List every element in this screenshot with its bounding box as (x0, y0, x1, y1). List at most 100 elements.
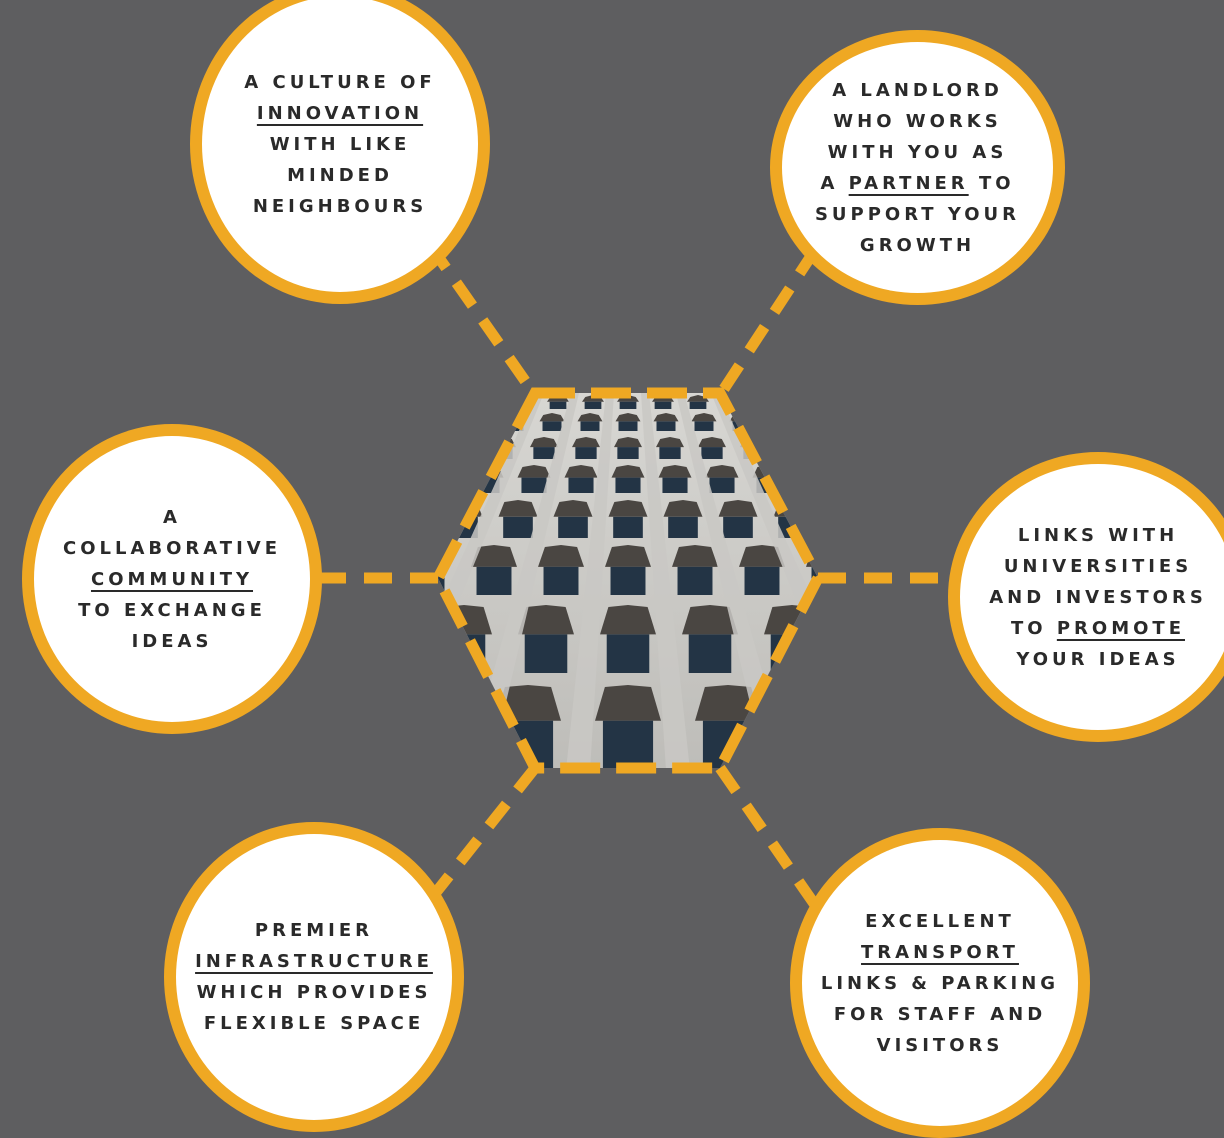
facade-window-hood (354, 605, 410, 634)
bubble-line: A (63, 502, 281, 533)
bubble-text-part: WHO WORKS (833, 110, 1002, 132)
facade-window-pane (689, 401, 707, 409)
bubble-line: FLEXIBLE SPACE (195, 1008, 433, 1039)
facade-window-hood (614, 437, 642, 448)
facade-window-hood (438, 465, 457, 478)
facade-window-pane (688, 634, 732, 673)
facade-fin (566, 393, 614, 768)
facade-window-pane (533, 447, 555, 459)
facade-window-pane (521, 477, 547, 493)
facade-window-pane (709, 477, 735, 493)
facade-fin (466, 393, 579, 768)
facade-window-pane (602, 720, 654, 768)
facade-window-hood (446, 437, 474, 448)
facade-window-pane (677, 566, 713, 595)
bubble-keyword: INFRASTRUCTURE (195, 951, 433, 972)
bubble-text-part: A (163, 506, 181, 528)
bubble-line: INFRASTRUCTURE (195, 946, 433, 977)
facade-window-hood (530, 437, 558, 448)
facade-window-pane (610, 566, 646, 595)
facade-window-pane (438, 720, 454, 768)
facade-window-hood (739, 545, 785, 567)
facade-window-pane (615, 477, 641, 493)
bubble-text-part: NEIGHBOURS (252, 195, 428, 217)
bubble-text-part: MINDED (287, 164, 393, 186)
facade-window-pane (785, 447, 807, 459)
facade-window-hood (767, 413, 793, 422)
bubble-line: WITH YOU AS (815, 137, 1020, 168)
facade-window-hood (795, 685, 818, 721)
facade-window-pane (438, 477, 453, 493)
facade-window-hood (517, 465, 551, 478)
facade-window-pane (619, 401, 637, 409)
bubble-line: UNIVERSITIES (989, 551, 1207, 582)
facade-window-hood (518, 605, 574, 635)
facade-window-hood (595, 685, 661, 721)
facade-window-pane (803, 477, 818, 493)
bubble-text-part: LINKS & PARKING (820, 972, 1060, 994)
facade-window-pane (466, 421, 486, 431)
bubble-text-part: TO (1010, 617, 1057, 639)
facade-window-pane (524, 634, 568, 673)
bubble-line: WHICH PROVIDES (195, 977, 433, 1008)
facade-window-pane (656, 421, 676, 431)
facade-window-pane (853, 634, 896, 673)
bubble-line: TO PROMOTE (989, 613, 1207, 644)
bubble-text-part: PREMIER (254, 920, 374, 941)
facade-window-hood (656, 437, 684, 448)
bubble-text-part: LINKS WITH (1017, 524, 1179, 546)
bubble-line: VISITORS (821, 1030, 1059, 1061)
facade-window-pane (668, 516, 698, 538)
facade-window-pane (659, 447, 681, 459)
facade-window-pane (606, 634, 650, 673)
facade-window-pane (770, 421, 790, 431)
bubble-text-part: VISITORS (876, 1034, 1004, 1056)
bubble-line: AND INVESTORS (989, 582, 1207, 613)
facade-window-pane (438, 566, 445, 595)
bubble-line: LINKS WITH (989, 520, 1207, 551)
facade-window-hood (538, 545, 584, 567)
facade-window-hood (572, 437, 600, 448)
facade-fin (438, 393, 544, 768)
bubble-text-part: COLLABORATIVE (63, 537, 281, 559)
facade-window-hood (691, 413, 717, 422)
facade-window-hood (846, 605, 902, 634)
bubble-text-part: TO (968, 172, 1015, 194)
bubble-text-part: IDEAS (131, 630, 213, 652)
facade-window-hood (477, 395, 499, 402)
bubble-line: YOUR IDEAS (989, 644, 1207, 675)
facade-window-hood (605, 545, 651, 567)
facade-window-hood (757, 395, 779, 402)
facade-window-hood (498, 500, 538, 517)
bubble-text-part: YOUR IDEAS (1016, 648, 1180, 670)
bubble-text-part: WITH YOU AS (827, 141, 1008, 163)
bubble-line: COLLABORATIVE (63, 533, 281, 564)
facade-window-hood (539, 413, 565, 422)
facade-window-pane (833, 517, 863, 538)
bubble-line: A CULTURE OF (244, 67, 435, 98)
facade-window-hood (653, 413, 679, 422)
facade-window-hood (615, 413, 641, 422)
facade-window-hood (463, 413, 489, 422)
bubble-text-part: WITH LIKE (269, 133, 411, 155)
facade-window-pane (558, 516, 588, 538)
facade-window-hood (729, 413, 755, 422)
facade-window-pane (723, 516, 753, 538)
facade-window-pane (580, 421, 600, 431)
bubble-line: MINDED (244, 160, 435, 191)
facade-window-hood (782, 437, 810, 448)
bubble-line: TO EXCHANGE (63, 595, 281, 626)
facade-window-pane (549, 401, 567, 409)
facade-window-hood (698, 437, 726, 448)
facade-window-pane (568, 477, 594, 493)
facade-window-pane (479, 401, 497, 409)
bubble-line: SUPPORT YOUR (815, 199, 1020, 230)
facade-fin (711, 393, 818, 768)
facade-window-hood (799, 465, 818, 478)
bubble-keyword: TRANSPORT (861, 941, 1019, 963)
